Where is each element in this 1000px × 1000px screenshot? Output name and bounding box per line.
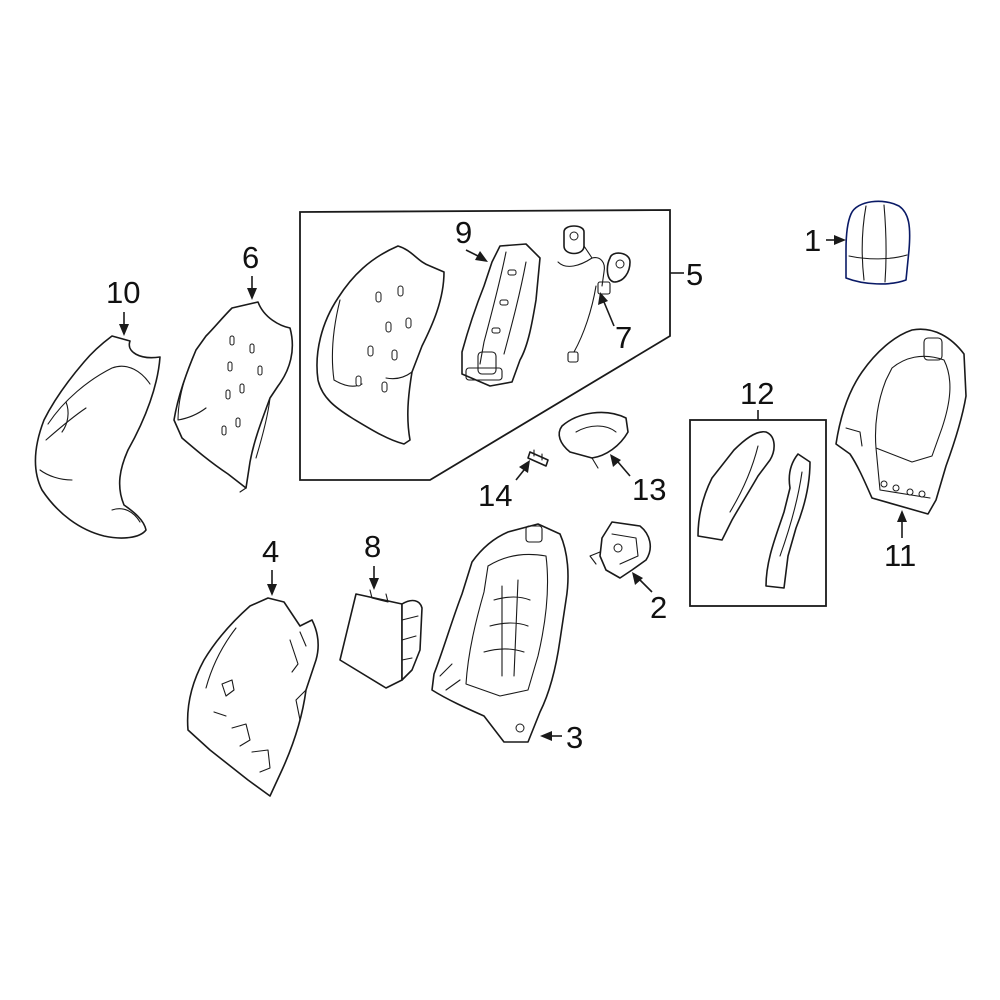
callout-5: 5 [686,257,703,292]
part-13-bracket[interactable] [558,411,629,469]
callout-9: 9 [455,215,472,250]
callout-1: 1 [804,223,821,258]
callout-3: 3 [566,720,583,755]
callout-8: 8 [364,529,381,564]
callout-7: 7 [615,320,632,355]
callout-13: 13 [632,472,666,507]
part-9-lumbar-support[interactable] [461,243,541,387]
callout-4: 4 [262,534,279,569]
part-14-clip[interactable] [527,449,549,467]
callout-2: 2 [650,590,667,625]
callout-11: 11 [884,538,916,573]
part-6-seat-back-pad[interactable] [173,301,294,493]
part-2-latch[interactable] [589,521,652,579]
callout-12: 12 [740,376,774,411]
leaders [119,235,907,741]
part-12-trim-panels[interactable] [697,430,811,589]
part-1-headrest[interactable] [845,200,911,285]
part-10-seat-back-cover[interactable] [34,335,161,539]
part-3-frame[interactable] [431,523,569,743]
callout-6: 6 [242,240,259,275]
callout-14: 14 [478,478,512,513]
part-5-backrest-cushion[interactable] [316,245,445,445]
part-8-module[interactable] [339,589,423,689]
part-11-back-panel[interactable] [835,328,967,515]
part-4-side-frame[interactable] [186,597,319,797]
group-5-box [299,209,671,481]
callout-10: 10 [106,275,140,310]
part-7-cable[interactable] [557,225,631,363]
